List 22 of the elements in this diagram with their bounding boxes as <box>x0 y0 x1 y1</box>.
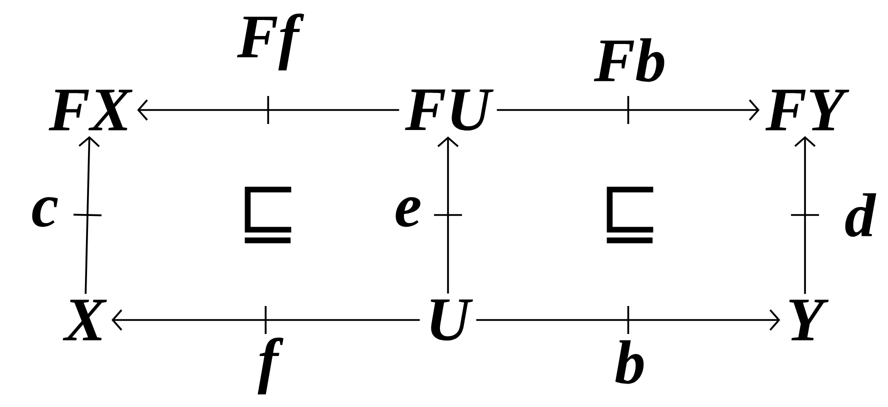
edge-label: Fb <box>594 38 664 82</box>
arrow <box>112 305 420 335</box>
math-symbol: U <box>430 299 473 341</box>
order-symbol: ⊑ <box>244 186 292 244</box>
math-symbol: Y <box>789 300 829 340</box>
edge-label: b <box>615 340 644 384</box>
math-symbol: X <box>62 300 107 340</box>
arrow <box>496 95 760 125</box>
arrow <box>433 136 463 294</box>
edge-label: f <box>258 338 284 394</box>
arrow <box>72 136 102 294</box>
edge-label: e <box>396 197 420 227</box>
arrow <box>476 305 780 335</box>
order-symbol: ⊑ <box>606 186 654 244</box>
edge-label: Ff <box>237 14 304 70</box>
arrow <box>790 136 820 294</box>
arrow <box>137 95 400 125</box>
math-symbol: FX <box>48 90 133 130</box>
edge-label: d <box>845 193 876 237</box>
math-symbol: FU <box>404 89 494 131</box>
edge-label: c <box>32 197 58 227</box>
math-symbol: FY <box>765 90 850 130</box>
